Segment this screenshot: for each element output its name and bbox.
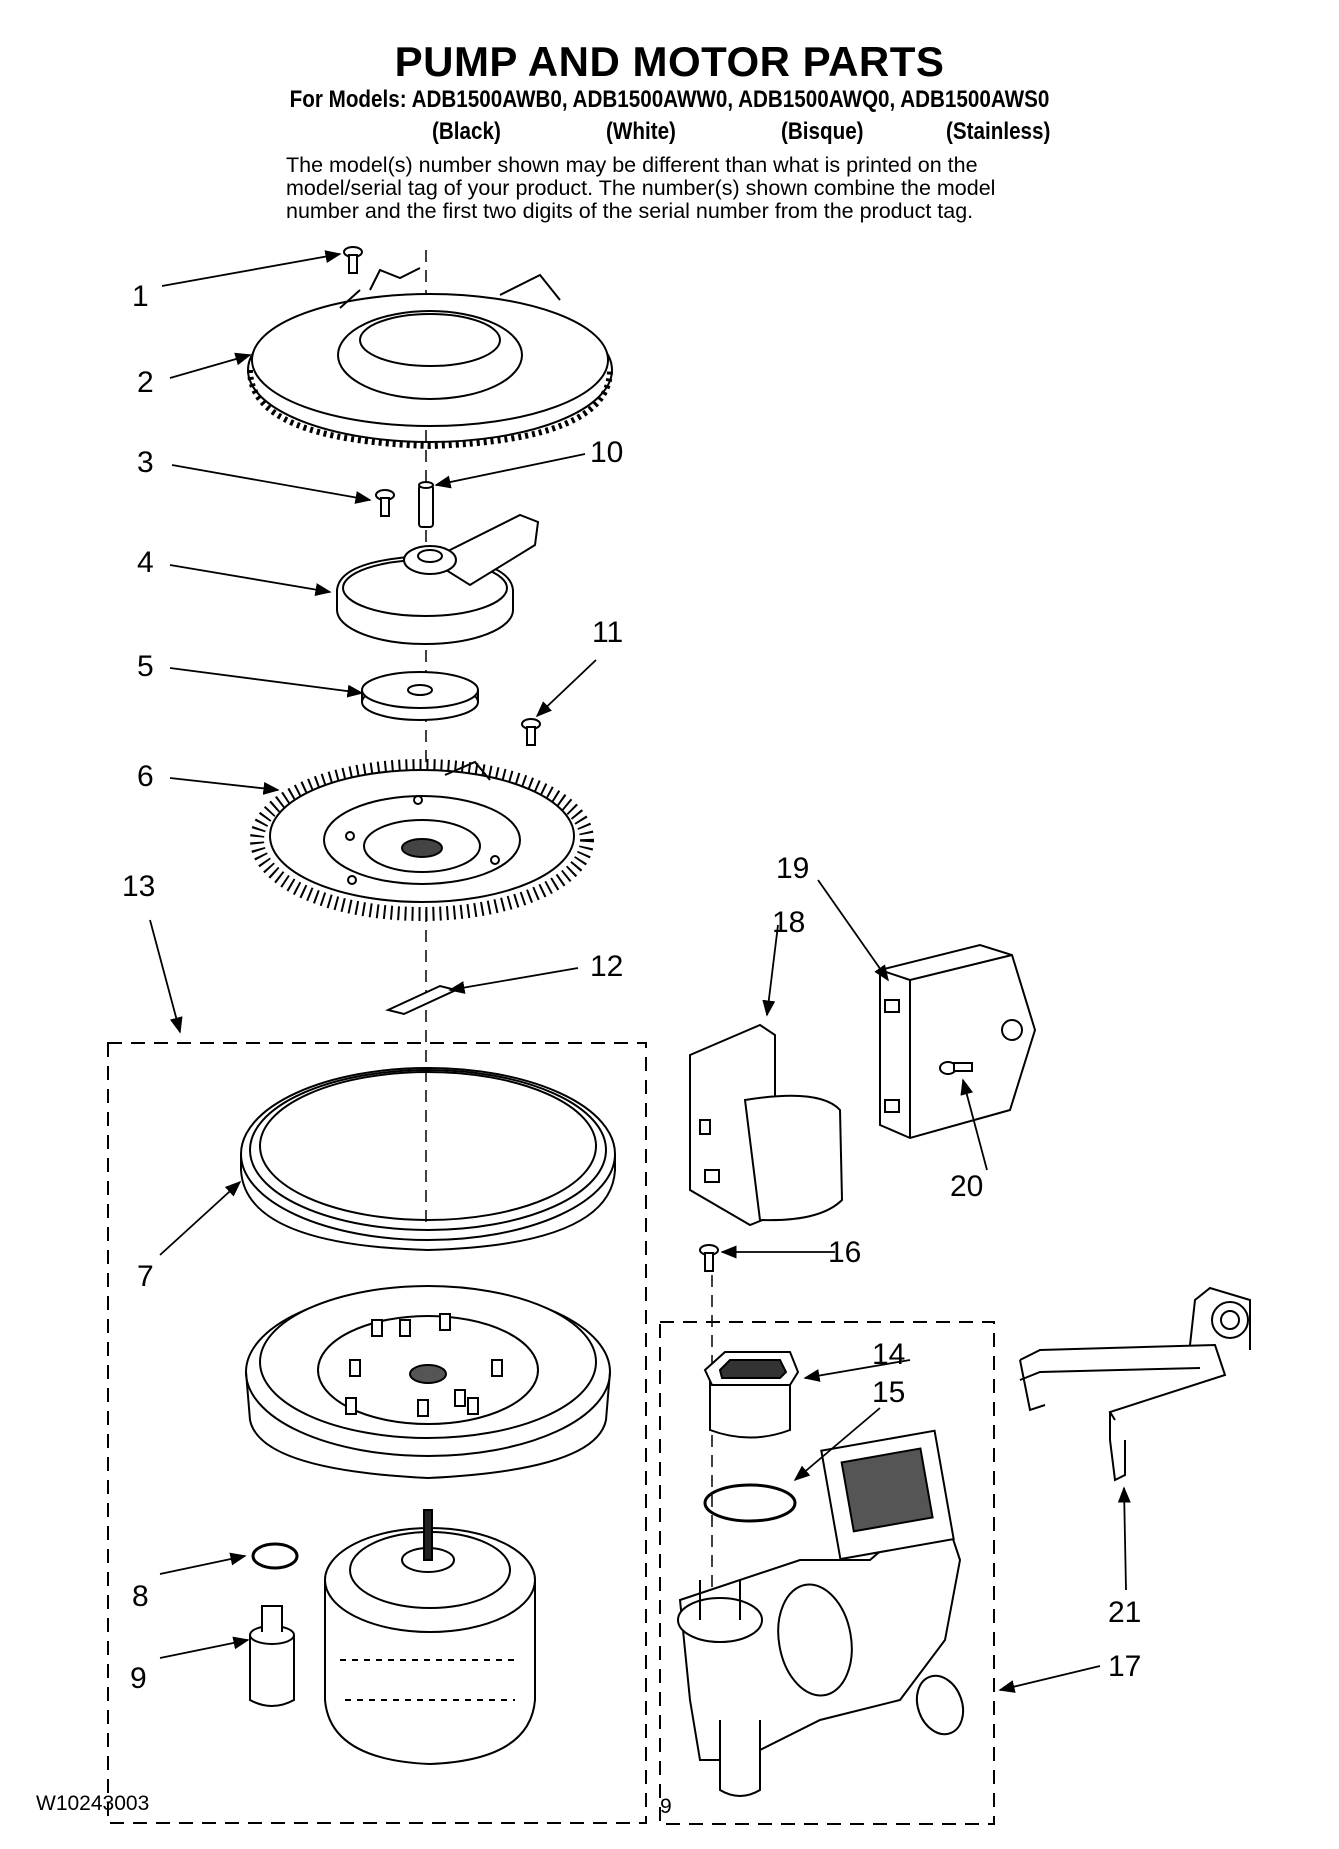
model-note: The model(s) number shown may be differe… [286, 154, 1106, 223]
part-1-screw [343, 246, 363, 274]
callout-1: 1 [132, 280, 149, 313]
part-11-screw [521, 718, 541, 746]
note-line-3: number and the first two digits of the s… [286, 199, 974, 223]
variant-black: (Black) [432, 118, 501, 145]
models-line: For Models: ADB1500AWB0, ADB1500AWW0, AD… [289, 86, 1050, 113]
part-19-cover-box [879, 943, 1037, 1140]
callout-7: 7 [137, 1260, 154, 1293]
part-20-screw [939, 1061, 973, 1075]
note-line-2: model/serial tag of your product. The nu… [286, 176, 996, 200]
part-15-o-ring [703, 1483, 797, 1523]
page-title: PUMP AND MOTOR PARTS [394, 38, 945, 85]
callout-5: 5 [137, 650, 154, 683]
document-code: W10243003 [36, 1792, 150, 1815]
variant-bisque: (Bisque) [781, 118, 864, 145]
part-21-wire-bracket [1019, 1286, 1251, 1482]
callout-6: 6 [137, 760, 154, 793]
part-2-filter-cover [247, 267, 613, 450]
callout-9: 9 [130, 1662, 147, 1695]
variant-stainless: (Stainless) [946, 118, 1051, 145]
part-7-seal-ring [240, 1067, 616, 1252]
callout-8: 8 [132, 1580, 149, 1613]
callout-3: 3 [137, 446, 154, 479]
callout-19: 19 [776, 852, 809, 885]
leader-lines [149, 250, 1131, 1693]
motor [324, 1509, 536, 1766]
callout-12: 12 [590, 950, 623, 983]
variant-white: (White) [606, 118, 676, 145]
callout-10: 10 [590, 436, 623, 469]
kit-box-13 [107, 1042, 647, 1824]
callout-14: 14 [872, 1338, 905, 1371]
callout-4: 4 [137, 546, 154, 579]
callout-16: 16 [828, 1236, 861, 1269]
kit-box-17 [659, 1321, 995, 1825]
callout-18: 18 [772, 906, 805, 939]
part-14-collar [703, 1351, 800, 1439]
callout-13: 13 [122, 870, 155, 903]
part-12-gasket [385, 984, 459, 1016]
part-5-impeller [361, 671, 479, 721]
part-4-pump-cover [336, 513, 540, 645]
callout-17: 17 [1108, 1650, 1141, 1683]
callout-21: 21 [1108, 1596, 1141, 1629]
page-number: 9 [660, 1795, 672, 1818]
part-6-chopper-assembly [250, 759, 594, 921]
part-17-pump [677, 1429, 965, 1797]
note-line-1: The model(s) number shown may be differe… [286, 153, 978, 177]
part-9-plug [249, 1605, 295, 1707]
part-10-pin [418, 481, 434, 528]
callout-15: 15 [872, 1376, 905, 1409]
part-3-screw [375, 489, 395, 517]
callout-11: 11 [592, 616, 623, 649]
callout-20: 20 [950, 1170, 983, 1203]
sump-housing [245, 1285, 611, 1480]
part-18-bracket [689, 1023, 844, 1227]
part-16-screw [699, 1244, 719, 1272]
part-8-o-ring [251, 1542, 299, 1570]
callout-2: 2 [137, 366, 154, 399]
